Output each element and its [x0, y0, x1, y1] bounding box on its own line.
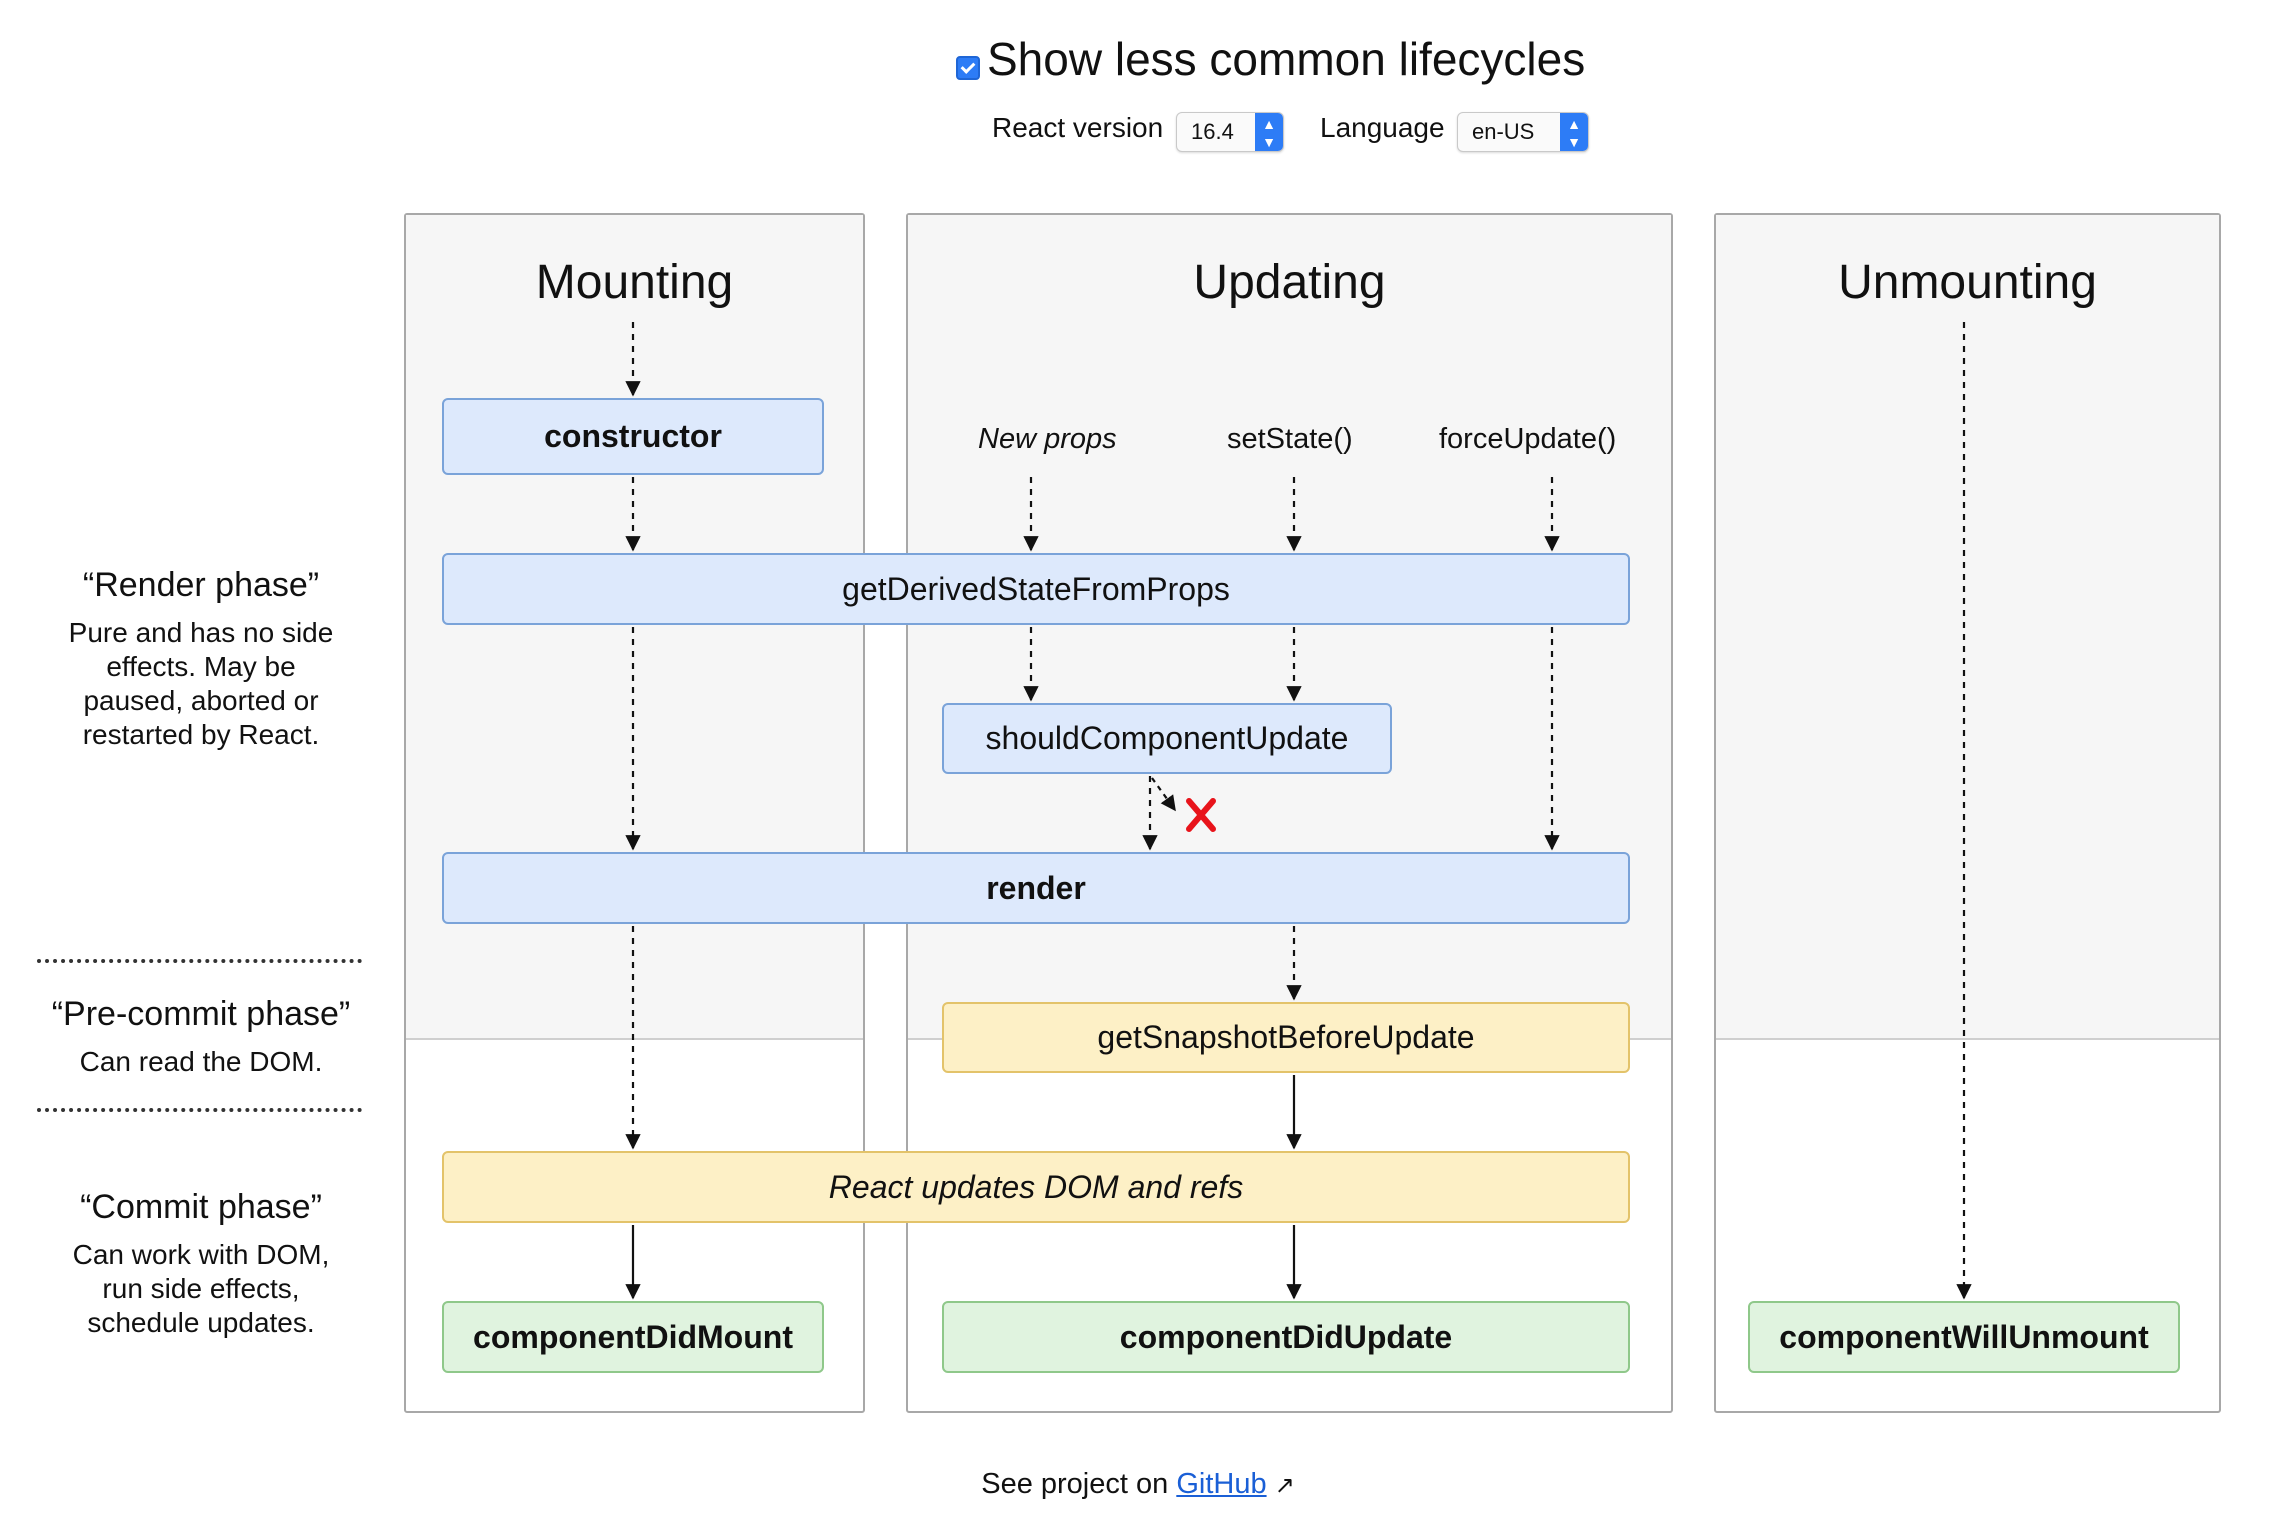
commit-phase-title: “Commit phase” [80, 1188, 322, 1226]
unmounting-column: Unmounting [1714, 213, 2221, 1413]
arrow-scu-to-stop [1151, 777, 1176, 812]
render-box: render [442, 852, 1630, 924]
component-did-mount-box: componentDidMount [442, 1301, 824, 1373]
select-arrows-icon: ▲▼ [1255, 113, 1283, 151]
language-value: en-US [1472, 119, 1535, 144]
unmounting-heading: Unmounting [1838, 256, 2097, 309]
show-less-common-checkbox[interactable] [956, 56, 980, 80]
footer: See project on GitHub ↗ [0, 1468, 2276, 1501]
phase-divider [37, 1108, 362, 1112]
render-phase-background [1716, 215, 2219, 1040]
language-select[interactable]: en-US ▲▼ [1457, 112, 1589, 152]
precommit-phase-title: “Pre-commit phase” [51, 995, 351, 1033]
react-version-label: React version [992, 112, 1164, 143]
react-version-value: 16.4 [1191, 119, 1234, 144]
github-link[interactable]: GitHub [1176, 1468, 1267, 1500]
external-link-icon[interactable]: ↗ [1274, 1472, 1295, 1499]
language-label: Language [1320, 112, 1445, 143]
react-version-select[interactable]: 16.4 ▲▼ [1176, 112, 1284, 152]
stop-x-icon [1186, 798, 1216, 832]
render-phase-description: Pure and has no side effects. May be pau… [68, 617, 334, 750]
render-phase-title: “Render phase” [82, 566, 320, 604]
footer-text: See project on [981, 1468, 1177, 1500]
precommit-phase-description: Can read the DOM. [79, 1046, 323, 1077]
select-arrows-icon: ▲▼ [1560, 113, 1588, 151]
react-updates-dom-box: React updates DOM and refs [442, 1151, 1630, 1223]
commit-phase-description: Can work with DOM, run side effects, sch… [72, 1239, 330, 1338]
constructor-box: constructor [442, 398, 824, 475]
component-will-unmount-box: componentWillUnmount [1748, 1301, 2180, 1373]
trigger-new-props: New props [978, 423, 1117, 455]
component-did-update-box: componentDidUpdate [942, 1301, 1630, 1373]
get-derived-state-from-props-box: getDerivedStateFromProps [442, 553, 1630, 625]
get-snapshot-before-update-box: getSnapshotBeforeUpdate [942, 1002, 1630, 1073]
trigger-force-update: forceUpdate() [1439, 423, 1617, 455]
updating-heading: Updating [1193, 256, 1386, 309]
phase-divider [37, 959, 362, 963]
trigger-set-state: setState() [1227, 423, 1353, 455]
show-less-common-label[interactable]: Show less common lifecycles [987, 33, 1586, 85]
should-component-update-box: shouldComponentUpdate [942, 703, 1392, 774]
mounting-heading: Mounting [535, 256, 734, 309]
